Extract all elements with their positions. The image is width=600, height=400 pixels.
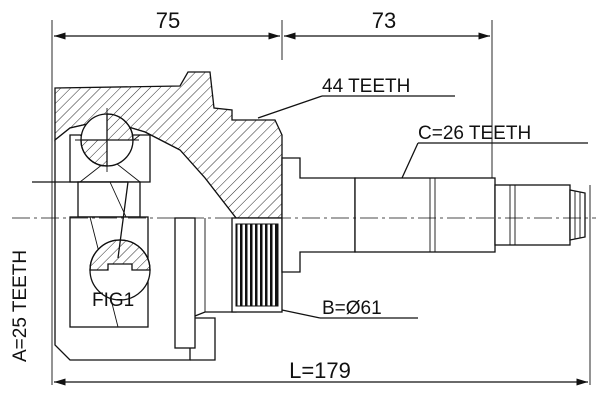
- figure-ref-label: FIG1: [92, 290, 134, 311]
- abs-tone-ring: [231, 217, 283, 313]
- ball-upper: [75, 108, 139, 172]
- abs-ring-diameter-label: B=Ø61: [322, 298, 382, 319]
- inner-spline-label: A=25 TEETH: [10, 250, 31, 362]
- abs-ring-teeth-label: 44 TEETH: [322, 76, 410, 97]
- ball-lower-fig1: [89, 239, 151, 301]
- stub-shaft: [281, 157, 586, 273]
- total-length-label: L=179: [289, 358, 351, 383]
- dimension-lines: [51, 20, 591, 386]
- leader-lines: [32, 95, 588, 319]
- dim-left-length: 75: [156, 8, 180, 33]
- dim-right-length: 73: [372, 8, 396, 33]
- outer-spline-label: C=26 TEETH: [418, 123, 531, 144]
